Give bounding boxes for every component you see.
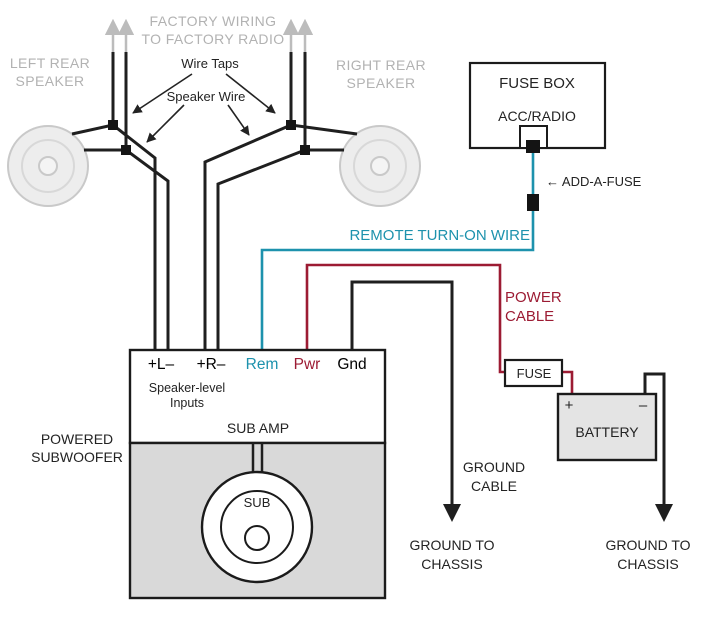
speaker-wires — [71, 123, 358, 352]
factory-wiring-label: FACTORY WIRING TO FACTORY RADIO — [141, 12, 284, 48]
ground-chassis-left-label: GROUND TO CHASSIS — [409, 536, 494, 574]
power-cable-wire — [305, 263, 574, 394]
ground-chassis-left-line-2: CHASSIS — [421, 556, 483, 572]
ground-cable-label: GROUND CABLE — [463, 458, 525, 496]
right-speaker-line-1: RIGHT REAR — [335, 57, 427, 73]
add-a-fuse-connector — [527, 194, 539, 211]
left-rear-speaker-label: LEFT REAR SPEAKER — [10, 54, 90, 90]
add-a-fuse-label: ← ADD-A-FUSE — [546, 174, 642, 189]
subwoofer-cone-icon — [200, 470, 314, 584]
speaker-level-inputs-label: Speaker-level Inputs — [149, 381, 225, 411]
sub-label: SUB — [243, 495, 271, 510]
battery-ground-wire — [643, 372, 666, 506]
acc-radio-label: ACC/RADIO — [498, 108, 576, 124]
left-rear-speaker-icon — [7, 125, 89, 207]
left-speaker-line-1: LEFT REAR — [9, 55, 91, 71]
ground-chassis-right-label: GROUND TO CHASSIS — [605, 536, 690, 574]
terminal-power: Pwr — [293, 356, 321, 373]
factory-wiring-line-2: TO FACTORY RADIO — [141, 31, 285, 47]
speaker-level-line-2: Inputs — [169, 396, 205, 410]
speaker-level-line-1: Speaker-level — [148, 381, 226, 395]
power-cable-label: POWER CABLE — [505, 288, 562, 326]
fuse-box-title: FUSE BOX — [499, 75, 575, 92]
right-rear-speaker-icon — [339, 125, 421, 207]
powered-subwoofer-line-2: SUBWOOFER — [31, 449, 123, 465]
left-speaker-line-2: SPEAKER — [15, 73, 85, 89]
battery-label: BATTERY — [575, 424, 639, 440]
ground-cable-line-1: GROUND — [462, 459, 526, 475]
factory-wiring-line-1: FACTORY WIRING — [149, 13, 277, 29]
remote-turn-on-label: REMOTE TURN-ON WIRE — [349, 227, 530, 244]
terminal-ground: Gnd — [337, 356, 367, 373]
wire-taps-label: Wire Taps — [181, 56, 239, 71]
power-cable-line-1: POWER — [505, 289, 562, 306]
powered-subwoofer-label: POWERED SUBWOOFER — [31, 430, 123, 466]
ground-arrow-right-icon — [655, 504, 673, 522]
label-pointer-arrows — [132, 73, 276, 143]
powered-subwoofer-line-1: POWERED — [40, 431, 114, 447]
fuse-tap-connector — [526, 140, 540, 153]
fuse-outline — [503, 358, 564, 388]
speaker-wire-label: Speaker Wire — [166, 89, 246, 104]
right-speaker-line-2: SPEAKER — [346, 75, 416, 91]
ground-cable-wire — [350, 280, 454, 506]
battery-outline — [556, 392, 658, 462]
right-rear-speaker-label: RIGHT REAR SPEAKER — [336, 56, 426, 92]
battery-minus-label: – — [638, 397, 648, 414]
fuse-label: FUSE — [516, 366, 552, 381]
factory-wiring-arrows — [104, 18, 314, 52]
terminal-speaker-right: +R– — [196, 356, 226, 373]
sub-amp-box — [128, 348, 387, 445]
sub-amp-label: SUB AMP — [226, 420, 290, 436]
ground-chassis-right-line-2: CHASSIS — [617, 556, 679, 572]
battery-plus-label: + — [564, 397, 574, 414]
terminal-remote: Rem — [245, 356, 279, 373]
ground-arrow-left-icon — [443, 504, 461, 522]
terminal-speaker-left: +L– — [147, 356, 175, 373]
ground-cable-line-2: CABLE — [471, 478, 517, 494]
wire-tap-connectors — [108, 120, 310, 155]
ground-chassis-right-line-1: GROUND TO — [605, 537, 691, 553]
power-cable-line-2: CABLE — [505, 308, 555, 325]
ground-chassis-left-line-1: GROUND TO — [409, 537, 495, 553]
